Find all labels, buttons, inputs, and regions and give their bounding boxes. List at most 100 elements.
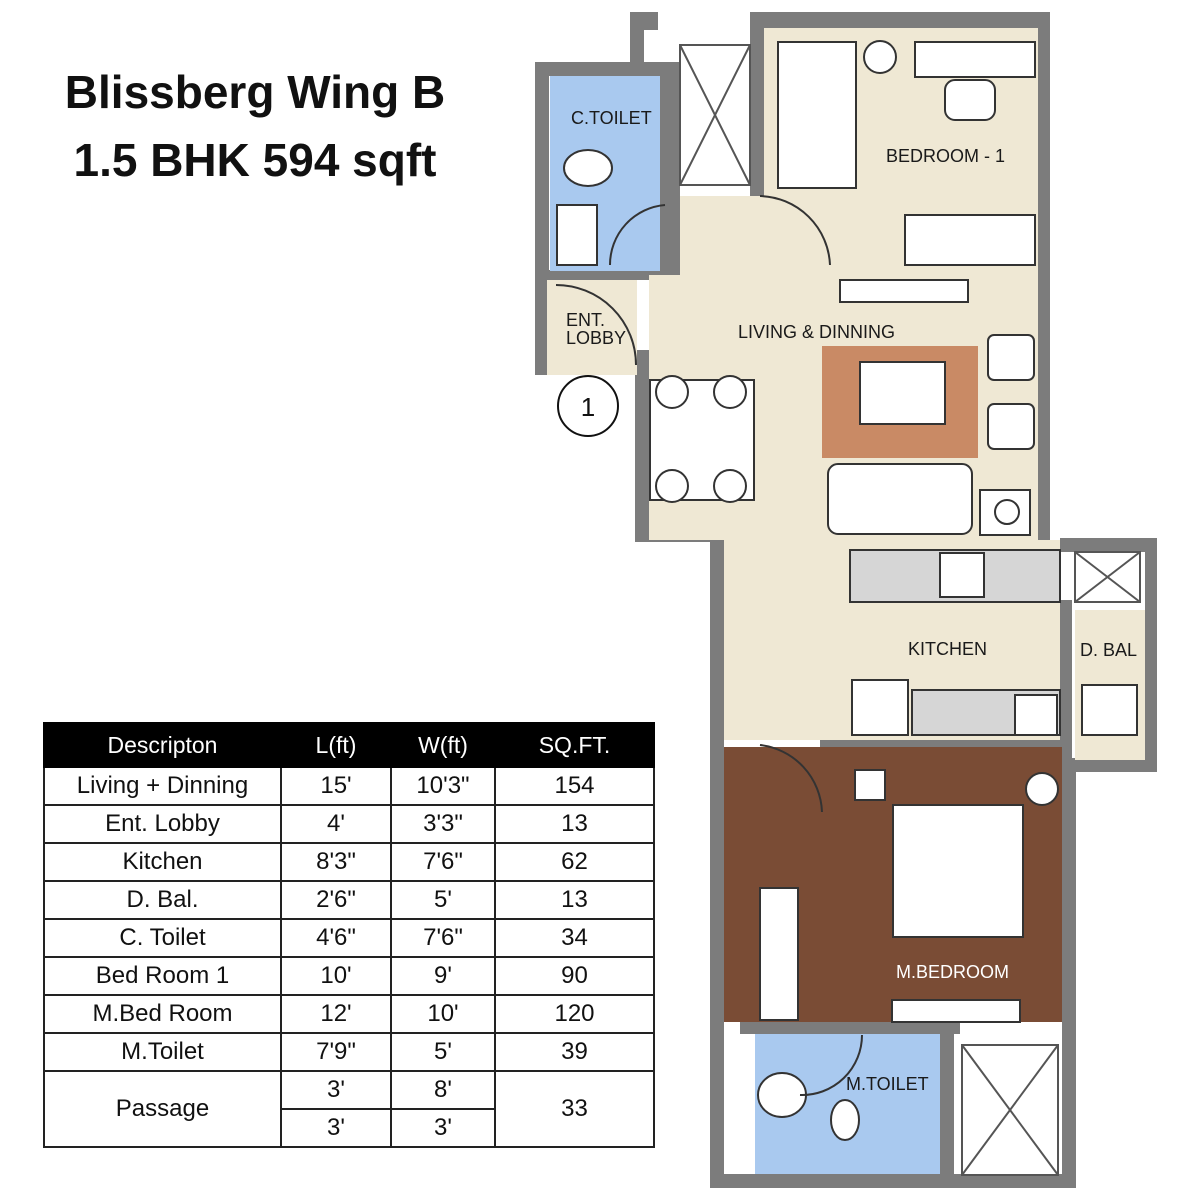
entry-marker xyxy=(557,375,619,437)
cell-desc: Kitchen xyxy=(43,842,282,882)
header-sqft: SQ.FT. xyxy=(494,722,655,768)
cell-length: 10' xyxy=(280,956,392,996)
cell-length: 15' xyxy=(280,766,392,806)
room-label-m-toilet: M.TOILET xyxy=(846,1074,929,1094)
door-bedroom1 xyxy=(759,195,831,266)
cell-sqft: 34 xyxy=(494,918,655,958)
cell-sqft: 13 xyxy=(494,804,655,844)
cell-sqft: 120 xyxy=(494,994,655,1034)
header-description: Descripton xyxy=(43,722,282,768)
wardrobe-m xyxy=(759,887,799,1021)
cell-width: 3'3" xyxy=(390,804,496,844)
entry-marker-label: 1 xyxy=(581,392,595,422)
cell-width: 9' xyxy=(390,956,496,996)
table-row: 3' 3' xyxy=(44,1108,654,1148)
cell-length: 4' xyxy=(280,804,392,844)
cell-length: 7'9" xyxy=(280,1032,392,1072)
title-block: Blissberg Wing B 1.5 BHK 594 sqft xyxy=(30,58,480,194)
shafts xyxy=(679,44,1141,1176)
room-label-c-toilet: C.TOILET xyxy=(571,108,652,128)
cell-desc: M.Toilet xyxy=(43,1032,282,1072)
wc-c-toilet xyxy=(563,149,613,187)
furniture xyxy=(556,40,1138,1141)
cell-sqft: 62 xyxy=(494,842,655,882)
cell-width: 7'6" xyxy=(390,918,496,958)
cell-width: 10'3" xyxy=(390,766,496,806)
cell-length: 2'6" xyxy=(280,880,392,920)
header-length: L(ft) xyxy=(280,722,392,768)
lamp-bedroom1 xyxy=(863,40,897,74)
cell-width: 10' xyxy=(390,994,496,1034)
stove xyxy=(939,552,985,598)
wardrobe-bedroom1-b xyxy=(904,214,1036,266)
chair-bedroom1 xyxy=(944,79,996,121)
side-table xyxy=(979,489,1031,536)
wc-m-toilet xyxy=(830,1099,860,1141)
cell-width: 7'6" xyxy=(390,842,496,882)
sofa xyxy=(827,463,973,535)
room-label-living: LIVING & DINNING xyxy=(738,322,895,342)
wash-basin-m xyxy=(757,1072,807,1118)
cell-width: 5' xyxy=(390,1032,496,1072)
cell-desc: Bed Room 1 xyxy=(43,956,282,996)
cell-desc: Ent. Lobby xyxy=(43,804,282,844)
wash-basin xyxy=(556,204,598,266)
cell-length: 3' xyxy=(280,1108,392,1148)
door-c-toilet xyxy=(608,204,666,266)
cell-length: 3' xyxy=(280,1070,392,1110)
doors xyxy=(555,195,863,1097)
door-m-bedroom xyxy=(759,744,823,813)
table-header-row: Descripton L(ft) W(ft) SQ.FT. xyxy=(43,722,655,768)
fridge xyxy=(851,679,909,736)
cell-width: 8' xyxy=(390,1070,496,1110)
room-label-d-bal: D. BAL xyxy=(1080,640,1137,660)
tv-unit xyxy=(839,279,969,303)
armchair-2 xyxy=(987,403,1035,450)
coffee-table xyxy=(859,361,946,425)
side-table-m xyxy=(854,769,886,801)
cell-length: 4'6" xyxy=(280,918,392,958)
table-row: Passage 3' 8' 33 xyxy=(43,1070,655,1148)
unit-subtitle: 1.5 BHK 594 sqft xyxy=(73,134,437,186)
tv-unit-m xyxy=(891,999,1021,1023)
door-m-toilet xyxy=(799,1034,863,1097)
cell-width: 3' xyxy=(390,1108,496,1148)
table-row: D. Bal.2'6"5'13 xyxy=(43,880,655,920)
cell-desc: M.Bed Room xyxy=(43,994,282,1034)
room-label-ent-2: LOBBY xyxy=(566,328,626,348)
project-title: Blissberg Wing B xyxy=(64,66,446,118)
washing-machine xyxy=(1081,684,1138,736)
cell-length: 12' xyxy=(280,994,392,1034)
lamp-m xyxy=(1025,772,1059,806)
room-label-ent-1: ENT. xyxy=(566,310,605,330)
room-label-m-bedroom: M.BEDROOM xyxy=(896,962,1009,982)
cell-length: 8'3" xyxy=(280,842,392,882)
armchair-1 xyxy=(987,334,1035,381)
cell-width: 5' xyxy=(390,880,496,920)
door-entry xyxy=(555,284,637,366)
cell-sqft: 39 xyxy=(494,1032,655,1072)
cell-sqft: 13 xyxy=(494,880,655,920)
cell-desc: Passage xyxy=(43,1070,282,1148)
cell-desc: C. Toilet xyxy=(43,918,282,958)
wardrobe-bedroom1 xyxy=(777,41,857,189)
cell-sqft: 33 xyxy=(494,1070,655,1148)
cell-desc: D. Bal. xyxy=(43,880,282,920)
cell-desc: Living + Dinning xyxy=(43,766,282,806)
sink xyxy=(1014,694,1058,736)
cell-sqft: 90 xyxy=(494,956,655,996)
bed xyxy=(892,804,1024,938)
room-label-kitchen: KITCHEN xyxy=(908,639,987,659)
area-table: Descripton L(ft) W(ft) SQ.FT. Living + D… xyxy=(43,722,655,1148)
header-width: W(ft) xyxy=(390,722,496,768)
cell-sqft: 154 xyxy=(494,766,655,806)
room-label-bedroom1: BEDROOM - 1 xyxy=(886,146,1005,166)
